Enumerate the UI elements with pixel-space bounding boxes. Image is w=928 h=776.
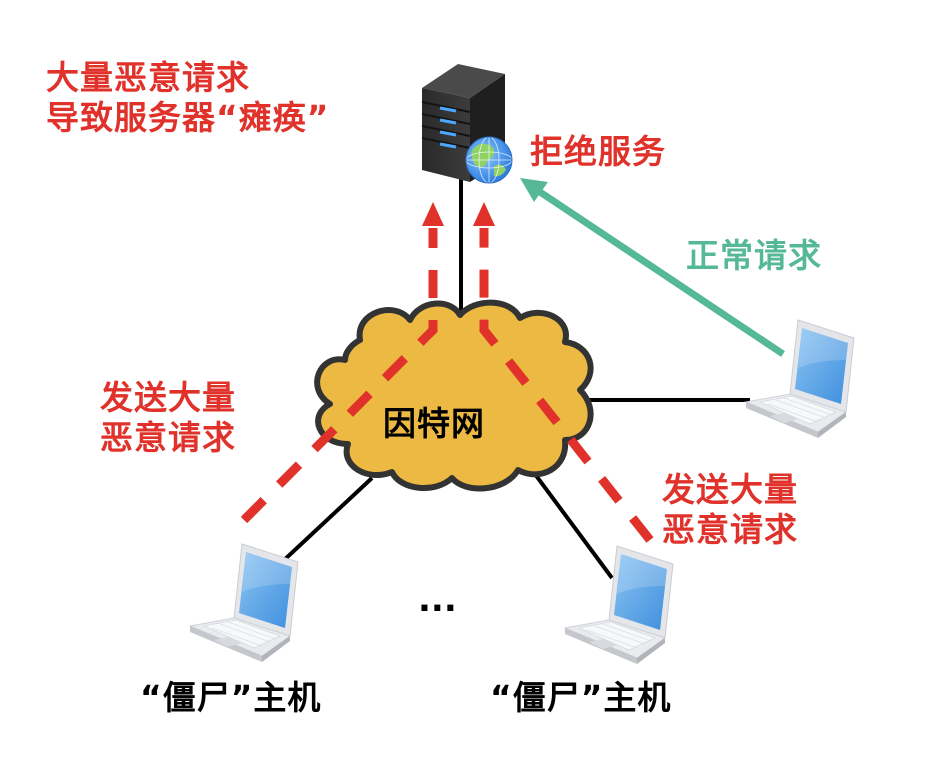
send-attack-label-right: 发送大量 恶意请求 xyxy=(662,470,798,550)
network-links xyxy=(280,178,750,580)
server-overload-label: 大量恶意请求 导致服务器“瘫痪” xyxy=(46,58,330,138)
link-cloud-zombie-left xyxy=(280,476,374,564)
zombie-host-label-left: “僵尸”主机 xyxy=(140,678,322,717)
globe-icon xyxy=(465,136,513,184)
attack-paths xyxy=(240,228,654,543)
zombie-laptop-right-icon xyxy=(564,545,674,665)
normal-request-label: 正常请求 xyxy=(686,236,822,275)
more-hosts-ellipsis: ... xyxy=(418,580,457,620)
attack-arrowhead-left xyxy=(422,202,444,226)
internet-cloud-icon xyxy=(314,299,594,492)
normal-request-path xyxy=(538,189,785,357)
send-attack-label-left: 发送大量 恶意请求 xyxy=(100,378,236,458)
normal-request-arrowhead xyxy=(520,178,548,202)
zombie-laptop-left-icon xyxy=(189,543,299,663)
link-cloud-zombie-right xyxy=(524,460,614,580)
attack-path-right xyxy=(479,228,654,543)
zombie-host-label-right: “僵尸”主机 xyxy=(490,678,672,717)
deny-service-label: 拒绝服务 xyxy=(530,132,666,171)
attack-path-left xyxy=(240,228,438,524)
internet-label: 因特网 xyxy=(383,404,485,443)
attack-arrowhead-right xyxy=(473,202,495,226)
